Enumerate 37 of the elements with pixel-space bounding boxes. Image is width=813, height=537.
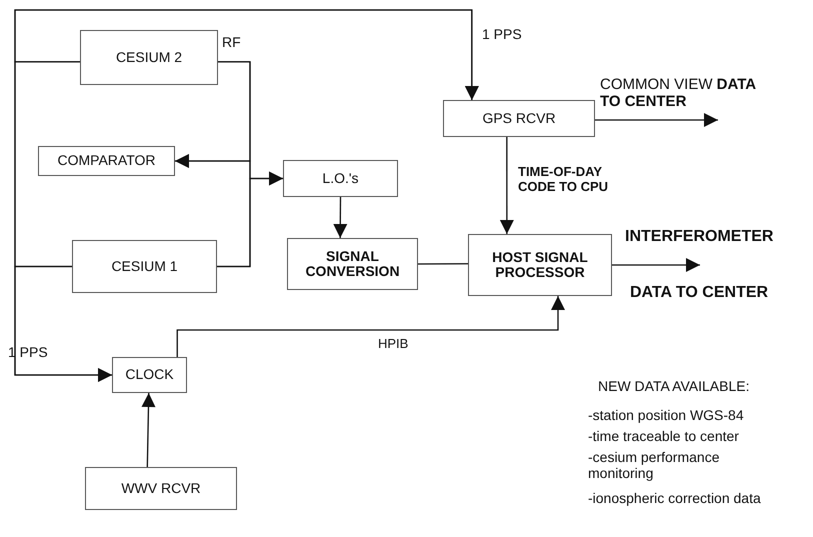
process-box — [85, 467, 237, 510]
arrow — [217, 172, 283, 268]
arrow — [333, 197, 348, 238]
process-box — [72, 240, 217, 293]
arrow — [176, 296, 565, 357]
process-box — [283, 160, 398, 197]
process-box — [80, 30, 218, 85]
signal-label: DATA TO CENTER — [630, 284, 768, 302]
signal-label: 1 PPS — [8, 344, 48, 360]
process-box — [443, 100, 595, 137]
arrow — [141, 392, 156, 468]
box-label: CESIUM 2 — [116, 50, 182, 66]
arrow — [14, 266, 112, 382]
arrow — [595, 113, 718, 127]
box-label: CESIUM 1 — [111, 258, 178, 274]
signal-label: 1 PPS — [482, 26, 522, 42]
box-label: WWV RCVR — [121, 480, 201, 496]
box-label: COMPARATOR — [57, 153, 156, 169]
note-text: -ionospheric correction data — [588, 490, 761, 506]
process-box — [112, 357, 187, 393]
arrow — [612, 258, 700, 272]
note-text: NEW DATA AVAILABLE: — [598, 378, 750, 394]
note-text: -cesium performance monitoring — [588, 449, 720, 482]
process-box — [468, 234, 612, 296]
process-box — [287, 238, 418, 290]
arrow — [500, 137, 514, 234]
process-box — [38, 146, 175, 176]
box-label: HOST SIGNAL PROCESSOR — [491, 250, 589, 280]
note-text: -station position WGS-84 — [588, 407, 744, 424]
connector-line — [418, 263, 468, 265]
box-label: SIGNAL CONVERSION — [304, 248, 401, 280]
signal-label: INTERFEROMETER — [625, 228, 774, 246]
signal-label: RF — [222, 34, 241, 50]
box-label: GPS RCVR — [482, 110, 556, 126]
note-text: -time traceable to center — [588, 428, 739, 444]
box-label: L.O.'s — [322, 170, 359, 186]
box-label: CLOCK — [125, 367, 174, 383]
